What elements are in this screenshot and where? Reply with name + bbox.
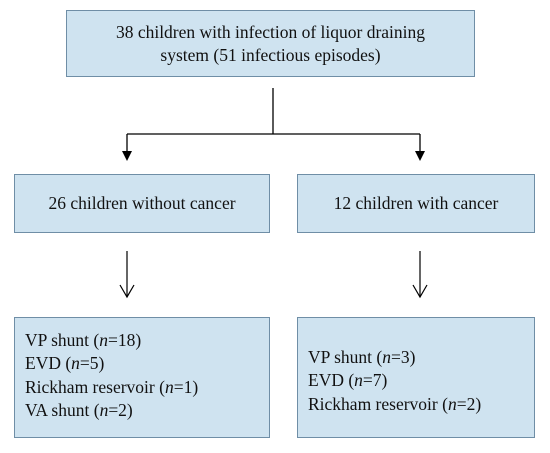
root-box: 38 children with infection of liquor dra… bbox=[66, 10, 475, 77]
device-list: VP shunt (n=18) EVD (n=5) Rickham reserv… bbox=[25, 329, 198, 422]
device-list-box-with-cancer: VP shunt (n=3) EVD (n=7) Rickham reservo… bbox=[297, 317, 535, 438]
left-open-arrow bbox=[119, 251, 135, 299]
group-title: 12 children with cancer bbox=[333, 193, 499, 214]
device-list: VP shunt (n=3) EVD (n=7) Rickham reservo… bbox=[308, 346, 481, 416]
group-box-with-cancer: 12 children with cancer bbox=[297, 174, 535, 233]
list-item: EVD (n=5) bbox=[25, 353, 105, 374]
list-item: Rickham reservoir (n=2) bbox=[308, 393, 482, 414]
right-open-arrow bbox=[412, 251, 428, 299]
list-item: EVD (n=7) bbox=[308, 370, 388, 391]
root-line-2: system (51 infectious episodes) bbox=[160, 44, 381, 65]
group-title: 26 children without cancer bbox=[48, 193, 236, 214]
root-line-1: 38 children with infection of liquor dra… bbox=[115, 22, 426, 43]
list-item: Rickham reservoir (n=1) bbox=[25, 376, 199, 397]
list-item: VP shunt (n=3) bbox=[308, 347, 416, 367]
device-list-box-without-cancer: VP shunt (n=18) EVD (n=5) Rickham reserv… bbox=[14, 317, 270, 438]
group-box-without-cancer: 26 children without cancer bbox=[14, 174, 270, 233]
list-item: VP shunt (n=18) bbox=[25, 330, 142, 350]
list-item: VA shunt (n=2) bbox=[25, 399, 133, 420]
